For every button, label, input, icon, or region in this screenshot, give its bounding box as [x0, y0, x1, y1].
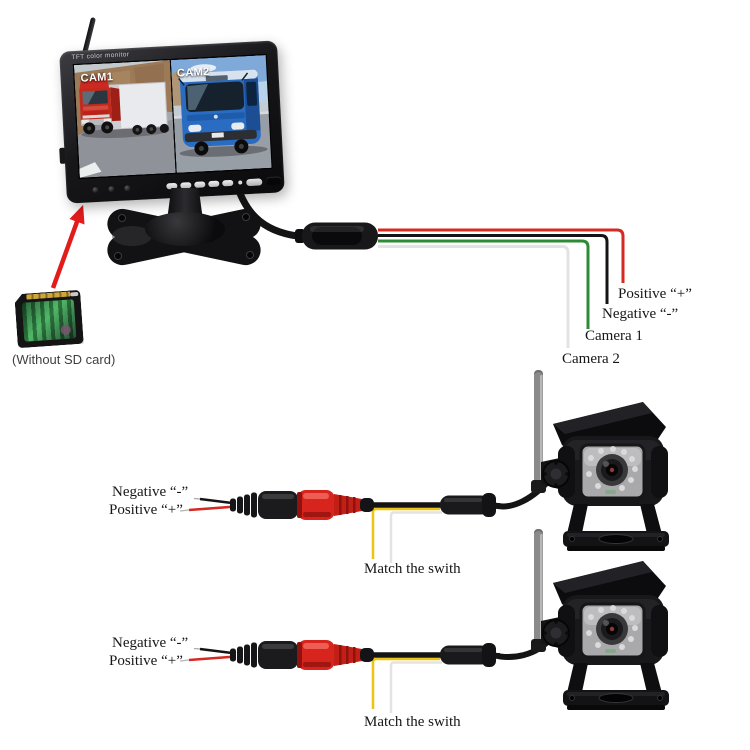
bare-wire-tip [193, 497, 201, 500]
sd-card-stripes [22, 299, 77, 342]
stand-dome [145, 212, 225, 246]
ir-led [610, 446, 616, 452]
lens-glint [605, 649, 616, 653]
wireless-camera-2 [531, 529, 669, 710]
monitor-button [180, 182, 192, 189]
monitor-button [208, 180, 220, 188]
dc-connector-red [297, 490, 374, 520]
label-negative: Negative “-” [602, 306, 679, 322]
ir-led [586, 630, 592, 636]
label-camera1: Camera 1 [585, 328, 643, 344]
sd-caption: (Without SD card) [12, 352, 116, 367]
ir-led [586, 471, 592, 477]
wire-camera2 [378, 245, 570, 348]
lens-glint [605, 490, 616, 494]
ir-led [610, 605, 616, 611]
trigger-wire-white [389, 661, 442, 713]
bare-wire-tip [193, 647, 201, 650]
dc-connector-red [297, 640, 374, 670]
monitor-button [194, 181, 206, 188]
harness1-negative-label: Negative “-” [112, 484, 189, 500]
sd-card-glint [70, 292, 78, 297]
ir-led [598, 448, 604, 454]
pigtail-wire-positive [188, 505, 237, 512]
sd-card [14, 290, 84, 348]
trigger-wire-white [389, 511, 442, 563]
bezel-screw [92, 186, 99, 194]
sd-card-label-sticker [22, 299, 77, 342]
monitor-body: TFT color monitor [59, 40, 285, 204]
harness2-match-label: Match the swith [364, 714, 461, 730]
bare-wire-tip [179, 659, 190, 662]
camera-mount-knob [542, 619, 570, 647]
dc-plug [440, 643, 500, 667]
camera-lens-panel [579, 443, 646, 500]
cam2-label: CAM2 [176, 65, 211, 80]
monitor-button [222, 179, 234, 187]
ir-led [628, 636, 634, 642]
monitor-screen: CAM1 [72, 53, 273, 179]
dc-connector-black [230, 491, 298, 519]
bezel-screw [124, 185, 131, 192]
trigger-wire-yellow [371, 657, 440, 709]
wireless-camera-1 [531, 370, 669, 551]
sd-card-slot [59, 147, 67, 164]
ir-led [632, 466, 638, 472]
bare-wire-tip [179, 509, 190, 512]
ir-led [595, 483, 601, 489]
trigger-wire-yellow [371, 507, 440, 559]
ir-sensor-window [246, 178, 263, 187]
sd-card-contacts [26, 291, 70, 299]
ir-led [621, 449, 627, 455]
pigtail-wire-positive [188, 655, 237, 662]
harness1-positive-label: Positive “+” [109, 502, 183, 518]
dc-plug [440, 493, 500, 517]
monitor: TFT color monitor [48, 14, 320, 266]
wire-positive [378, 228, 625, 283]
cam1-label: CAM1 [80, 71, 114, 85]
harness2-positive-label: Positive “+” [109, 653, 183, 669]
ir-led [621, 608, 627, 614]
ir-led [629, 615, 635, 621]
cam1-feed-image [73, 60, 176, 178]
ir-led [628, 477, 634, 483]
camera-lens [596, 454, 628, 486]
ir-led [629, 456, 635, 462]
wire-negative [378, 234, 609, 304]
cam2-view: CAM2 [170, 55, 272, 173]
power-harness-1 [179, 490, 500, 563]
ir-led [619, 644, 625, 650]
ir-led [588, 614, 594, 620]
ir-led [619, 485, 625, 491]
bezel-screw [108, 186, 115, 193]
label-camera2: Camera 2 [562, 351, 620, 367]
camera-bracket [563, 504, 669, 551]
camera-bracket [563, 663, 669, 710]
monitor-brand-text: TFT color monitor [71, 51, 130, 62]
cam1-view: CAM1 [73, 60, 177, 178]
camera-lens-panel [579, 602, 646, 659]
harness1-match-label: Match the swith [364, 561, 461, 577]
dc-connector-black [230, 641, 298, 669]
cam2-feed-image [170, 55, 272, 173]
power-led [238, 180, 243, 185]
speaker-grille [266, 176, 282, 186]
ir-led [588, 455, 594, 461]
wire-camera1 [378, 239, 590, 329]
ir-led [632, 625, 638, 631]
ir-led [595, 642, 601, 648]
label-positive: Positive “+” [618, 286, 692, 302]
harness2-negative-label: Negative “-” [112, 635, 189, 651]
power-harness-2 [179, 640, 500, 713]
ir-led [598, 607, 604, 613]
camera-lens [596, 613, 628, 645]
camera-mount-knob [542, 460, 570, 488]
